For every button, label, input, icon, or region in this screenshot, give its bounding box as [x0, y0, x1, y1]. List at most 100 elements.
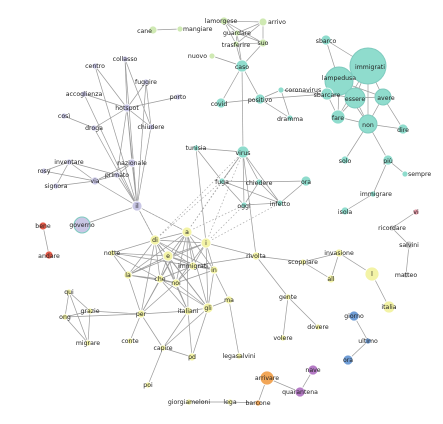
node-immigrare[interactable] — [369, 190, 377, 198]
node-italia[interactable] — [382, 300, 396, 314]
node-legasalvini[interactable] — [235, 352, 243, 360]
node-ultimo[interactable] — [364, 337, 372, 345]
node-quarantena[interactable] — [294, 386, 306, 398]
node-covid[interactable] — [215, 97, 227, 109]
node-signora[interactable] — [52, 182, 60, 190]
node-vi[interactable] — [412, 208, 420, 216]
node-invasione[interactable] — [334, 248, 344, 258]
node-droga[interactable] — [90, 124, 98, 132]
node-che[interactable] — [155, 274, 165, 284]
node-i[interactable] — [200, 237, 212, 249]
node-capire[interactable] — [159, 344, 167, 352]
node-gli[interactable] — [202, 302, 214, 314]
node-cane[interactable] — [148, 25, 158, 35]
node-isola[interactable] — [340, 206, 350, 216]
node-via[interactable] — [90, 176, 100, 186]
node-lamorgese[interactable] — [219, 16, 229, 26]
node-gente[interactable] — [284, 293, 292, 301]
node-ong[interactable] — [61, 313, 69, 321]
node-immigrati2[interactable] — [188, 261, 198, 271]
node-notte[interactable] — [108, 249, 116, 257]
node-grazie[interactable] — [86, 307, 94, 315]
node-nuovo[interactable] — [208, 52, 216, 60]
node-qui[interactable] — [65, 288, 73, 296]
node-solo[interactable] — [340, 155, 350, 165]
node-giorno[interactable] — [348, 310, 360, 322]
node-piu[interactable] — [382, 154, 394, 166]
node-coronavirus[interactable] — [277, 86, 285, 94]
node-matteo[interactable] — [402, 271, 410, 279]
node-tunisia[interactable] — [192, 144, 200, 152]
node-chiedere2[interactable] — [255, 178, 263, 186]
edge-grazie-migrare — [87, 310, 91, 344]
node-rosy[interactable] — [40, 167, 48, 175]
node-conte[interactable] — [126, 337, 134, 345]
node-e[interactable] — [162, 250, 174, 262]
node-ma[interactable] — [224, 295, 234, 305]
node-all[interactable] — [326, 274, 336, 284]
node-lampedusa[interactable] — [324, 66, 354, 96]
node-oggi[interactable] — [240, 201, 248, 209]
node-noi[interactable] — [171, 278, 181, 288]
node-fare[interactable] — [330, 109, 346, 125]
node-centro[interactable] — [91, 62, 99, 70]
node-dovere[interactable] — [314, 323, 322, 331]
node-barcone[interactable] — [254, 399, 262, 407]
node-inventare[interactable] — [65, 158, 73, 166]
node-per[interactable] — [136, 309, 146, 319]
node-scoppiare[interactable] — [299, 258, 307, 266]
node-ricordare[interactable] — [388, 224, 396, 232]
node-essere[interactable] — [344, 87, 366, 109]
node-in[interactable] — [209, 265, 219, 275]
node-positivo[interactable] — [254, 93, 266, 105]
node-hotspot[interactable] — [122, 103, 132, 113]
node-lega[interactable] — [226, 398, 234, 406]
node-fuga[interactable] — [218, 177, 226, 185]
node-bene[interactable] — [38, 221, 48, 231]
node-accoglienza[interactable] — [80, 90, 88, 98]
node-nazionale[interactable] — [127, 158, 137, 168]
node-l[interactable] — [364, 266, 380, 282]
node-salvini[interactable] — [404, 240, 414, 250]
node-giorgiameloni[interactable] — [185, 398, 193, 406]
node-volere[interactable] — [279, 334, 287, 342]
node-ora2[interactable] — [342, 354, 354, 366]
node-caso[interactable] — [235, 59, 249, 73]
node-a[interactable] — [181, 226, 193, 238]
node-porto[interactable] — [174, 93, 182, 101]
node-di[interactable] — [149, 234, 161, 246]
node-migrare[interactable] — [84, 339, 92, 347]
node-il[interactable] — [131, 200, 143, 212]
node-dire[interactable] — [397, 123, 409, 135]
node-arrivare[interactable] — [259, 370, 275, 386]
node-collasso[interactable] — [121, 55, 129, 63]
node-la[interactable] — [123, 270, 133, 280]
node-governo[interactable] — [73, 216, 91, 234]
node-cosi[interactable] — [60, 112, 68, 120]
node-sbarco[interactable] — [320, 34, 332, 46]
node-fuggire[interactable] — [142, 78, 150, 86]
node-rivolta[interactable] — [251, 251, 261, 261]
node-suo[interactable] — [258, 38, 268, 48]
node-sbarcare[interactable] — [320, 87, 334, 101]
node-non[interactable] — [358, 114, 378, 134]
node-pd[interactable] — [187, 352, 197, 362]
node-primato[interactable] — [113, 171, 121, 179]
node-virus[interactable] — [236, 145, 250, 159]
node-ora[interactable] — [300, 175, 312, 187]
node-mangiare[interactable] — [176, 25, 184, 33]
node-arrivo[interactable] — [258, 17, 268, 27]
node-guardare[interactable] — [233, 29, 241, 37]
node-infetto[interactable] — [276, 199, 284, 207]
node-label-di: di — [152, 237, 158, 244]
node-sempre[interactable] — [401, 170, 409, 178]
node-poi[interactable] — [144, 381, 152, 389]
node-trasferire[interactable] — [232, 40, 240, 48]
node-dramma[interactable] — [286, 114, 294, 122]
node-andare[interactable] — [44, 250, 54, 260]
node-avere[interactable] — [374, 88, 392, 106]
node-immigrati[interactable] — [349, 47, 387, 85]
node-chiudere[interactable] — [147, 123, 155, 131]
node-nave[interactable] — [307, 364, 319, 376]
node-italiani[interactable] — [183, 306, 193, 316]
